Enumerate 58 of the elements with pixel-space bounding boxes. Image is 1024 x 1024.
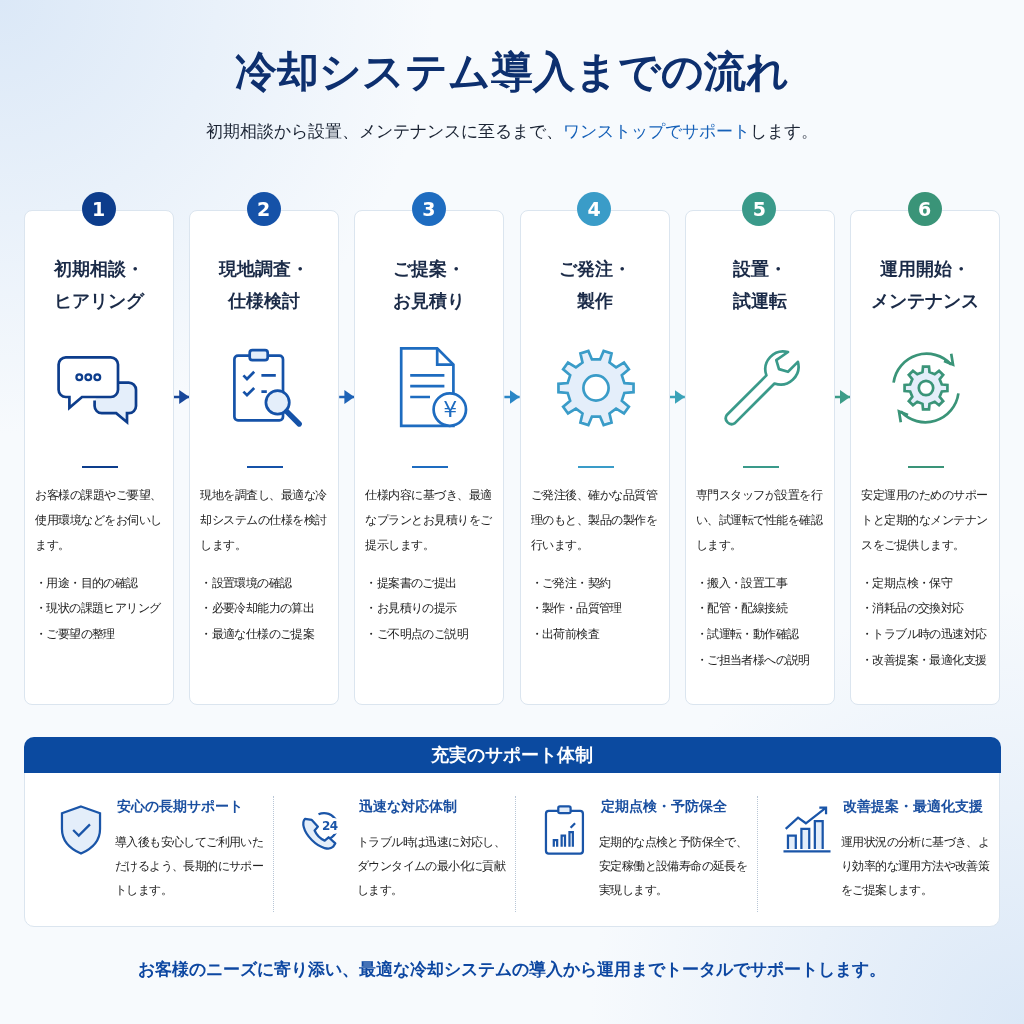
step-description: 仕様内容に基づき、最適なプランとお見積りをご提示します。 — [365, 487, 493, 555]
icon-number: 24 — [319, 817, 340, 834]
bullet-item: ・試運転・動作確認 — [695, 626, 800, 644]
bullet-item: ・製作・品質管理 — [530, 600, 623, 618]
bullet-item: ・設置環境の確認 — [200, 574, 293, 592]
step-number: 6 — [907, 192, 942, 226]
step-title: 運用開始・メンテナンス — [870, 257, 980, 313]
bullet-item: ・出荷前検査 — [530, 626, 601, 644]
step-number: 1 — [81, 192, 116, 226]
chevron-arrow — [504, 390, 520, 404]
step-title: 設置・試運転 — [731, 257, 788, 313]
chevron-arrow — [174, 390, 190, 404]
feature-title: 改善提案・最適化支援 — [843, 798, 984, 816]
bullet-item: ・ご担当者様への説明 — [695, 651, 811, 669]
bullet-item: ・改善提案・最適化支援 — [861, 651, 988, 669]
step-title: ご発注・製作 — [557, 257, 632, 313]
step-title: 初期相談・ヒアリング — [53, 257, 146, 313]
feature-description: 定期的な点検と予防保全で、安定稼働と設備寿命の延長を実現します。 — [599, 834, 749, 899]
bullet-item: ・ご発注・契約 — [530, 574, 612, 592]
bullet-item: ・定期点検・保守 — [861, 574, 954, 592]
feature-title: 定期点検・予防保全 — [601, 798, 728, 816]
bullet-item: ・配管・配線接続 — [695, 600, 789, 618]
subtitle: 初期相談から設置、メンテナンスに至るまで、ワンストップでサポートします。 — [205, 120, 819, 143]
step-title: 現地調査・仕様検討 — [217, 257, 311, 313]
bullet-item: ・現状の課題ヒアリング — [35, 600, 162, 618]
bullet-item: ・ご不明点のご説明 — [365, 626, 469, 644]
step-description: 専門スタッフが設置を行い、試運転で性能を確認します。 — [695, 487, 824, 555]
step-description: 安定運用のためのサポートと定期的なメンテナンスをご提供します。 — [861, 487, 989, 555]
step-number: 5 — [742, 192, 777, 226]
bullet-item: ・消耗品の交換対応 — [861, 600, 965, 618]
feature-title: 安心の長期サポート — [117, 798, 244, 816]
chevron-arrow — [339, 390, 355, 404]
bullet-item: ・最適な仕様のご提案 — [200, 626, 316, 644]
step-title: ご提案・お見積り — [392, 257, 467, 313]
yen-sign: ¥ — [442, 395, 459, 424]
bullet-item: ・搬入・設置工事 — [695, 574, 789, 592]
bullet-item: ・用途・目的の確認 — [35, 574, 139, 592]
chevron-arrow — [834, 390, 850, 404]
bullet-item: ・必要冷却能力の算出 — [200, 600, 316, 618]
feature-description: 運用状況の分析に基づき、より効率的な運用方法や改善策をご提案します。 — [841, 834, 991, 899]
bullet-item: ・トラブル時の迅速対応 — [861, 626, 988, 644]
step-number: 2 — [246, 192, 281, 226]
bullet-item: ・お見積りの提示 — [365, 600, 458, 618]
step-description: お客様の課題やご要望、使用環境などをお伺いします。 — [35, 487, 163, 555]
feature-description: トラブル時は迅速に対応し、ダウンタイムの最小化に貢献します。 — [357, 834, 507, 899]
bullet-item: ・提案書のご提出 — [365, 574, 458, 592]
feature-title: 迅速な対応体制 — [359, 798, 458, 816]
page-title: 冷却システム導入までの流れ — [234, 46, 790, 98]
support-panel — [24, 737, 1000, 927]
step-description: ご発注後、確かな品質管理のもと、製品の製作を行います。 — [530, 487, 659, 555]
footer-caption: お客様のニーズに寄り添い、最適な冷却システムの導入から運用までトータルでサポートします。 — [137, 958, 887, 981]
step-description: 現地を調査し、最適な冷却システムの仕様を検討します。 — [200, 487, 328, 555]
chevron-arrow — [669, 390, 685, 404]
feature-description: 導入後も安心してご利用いただけるよう、長期的にサポートします。 — [115, 834, 265, 899]
step-number: 4 — [577, 192, 612, 226]
step-number: 3 — [411, 192, 446, 226]
bullet-item: ・ご要望の整理 — [35, 626, 116, 644]
header-band: 充実のサポート体制 — [23, 736, 1001, 773]
